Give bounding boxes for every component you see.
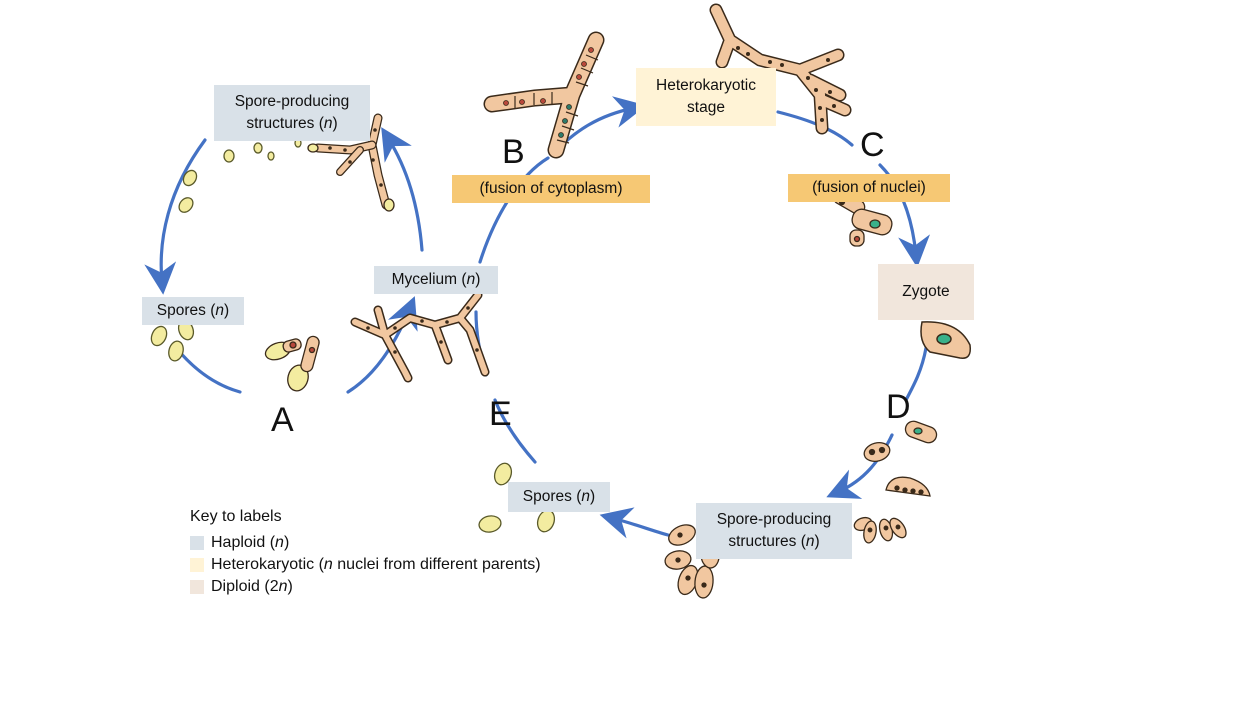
spores-bottom-cluster: [478, 462, 556, 533]
label-spore-producing-structures-top: Spore-producing structures (n): [214, 85, 370, 141]
spores-left-cluster: [150, 138, 302, 362]
spore: [478, 515, 502, 533]
legend: Key to labels Haploid (n) Heterokaryotic…: [190, 506, 541, 598]
stage-letter-b: B: [502, 133, 525, 171]
spore: [493, 462, 513, 486]
spore: [168, 340, 184, 362]
legend-swatch: [190, 580, 204, 594]
stage-letter-d: D: [886, 388, 911, 426]
spore: [150, 325, 168, 347]
spore: [178, 197, 194, 213]
spore: [182, 169, 198, 187]
label-heterokaryotic-stage: Heterokaryotic stage: [636, 68, 776, 126]
arrow-C-to-zygote: [878, 163, 931, 268]
heterokaryotic-hyphae: [709, 3, 852, 135]
legend-item-diploid: Diploid (2n): [190, 576, 541, 598]
fusing-hyphae-B: [483, 31, 605, 159]
arrow-struct-to-spores-bottom: [599, 507, 670, 539]
label-spores-left: Spores (n): [142, 297, 244, 325]
mycelium-hyphae: [350, 290, 490, 383]
label-mycelium: Mycelium (n): [374, 266, 498, 294]
arrow-zygote-to-D: [904, 346, 928, 402]
label-fusion-of-cytoplasm: (fusion of cytoplasm): [452, 175, 650, 203]
arrow-spores-to-A: [176, 348, 242, 394]
legend-item-heterokaryotic: Heterokaryotic (n nuclei from different …: [190, 554, 541, 576]
legend-swatch: [190, 536, 204, 550]
label-fusion-of-nuclei: (fusion of nuclei): [788, 174, 950, 202]
meiosis-cells: [863, 420, 938, 497]
spore: [223, 149, 235, 163]
legend-swatch: [190, 558, 204, 572]
stage-letter-e: E: [489, 395, 512, 433]
legend-title: Key to labels: [190, 508, 282, 525]
stage-letter-a: A: [271, 401, 294, 439]
zygote-cell: [920, 321, 972, 359]
arrow-D-to-struct-bottom: [826, 433, 894, 499]
spore-structure-top-hypha: [307, 113, 395, 212]
arrow-mycelium-to-struct-top: [381, 127, 424, 252]
label-spores-bottom: Spores (n): [508, 482, 610, 512]
spore: [253, 142, 263, 154]
arrow-spores-to-E: [493, 398, 537, 464]
spore-structure-bottom-fan: [664, 524, 720, 599]
label-zygote: Zygote: [878, 264, 974, 320]
legend-item-haploid: Haploid (n): [190, 532, 541, 554]
fusing-nuclei-cells: [832, 189, 893, 247]
label-spore-producing-structures-bottom: Spore-producing structures (n): [696, 503, 852, 559]
germinating-spores: [264, 335, 320, 392]
stage-letter-c: C: [860, 126, 885, 164]
arrow-mycelium-to-B: [478, 156, 550, 264]
spore-structure-bottom-right: [853, 516, 907, 544]
arrow-struct-to-spores-left: [144, 138, 207, 295]
spore: [267, 151, 275, 161]
cycle-arrows: [144, 96, 931, 539]
